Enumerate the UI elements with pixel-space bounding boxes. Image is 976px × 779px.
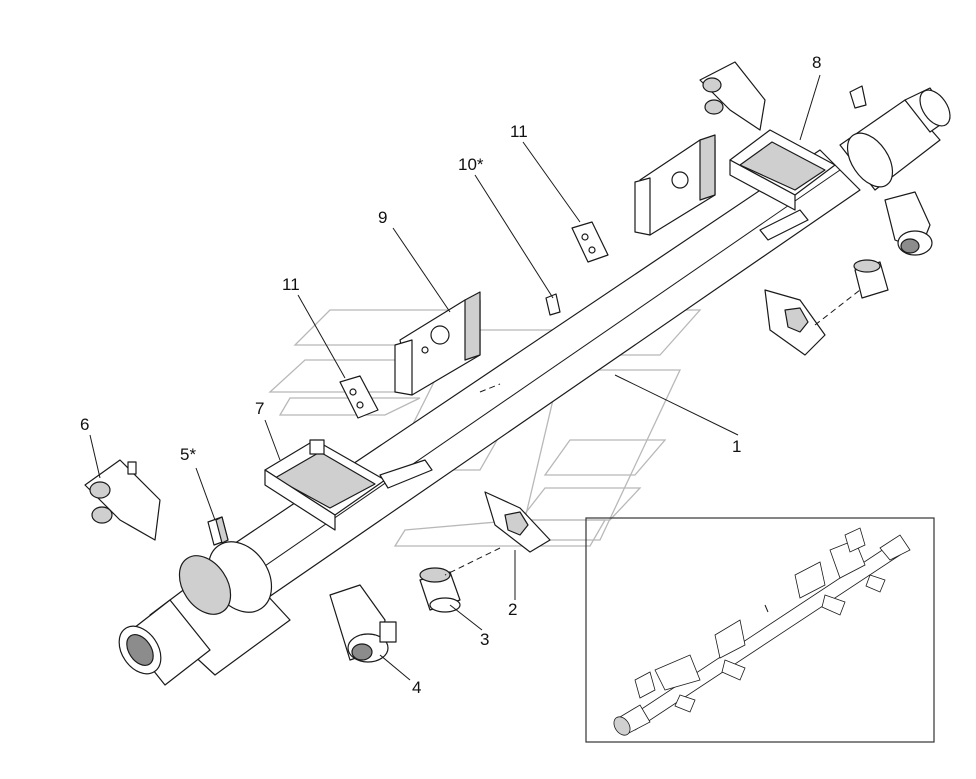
callout-8: 8 [812, 53, 821, 72]
lever-upper-part [884, 191, 933, 256]
plate-upper-part [634, 134, 716, 236]
bracket-8-part [729, 129, 836, 241]
assembly-line [479, 383, 501, 393]
disk-2-part [484, 491, 551, 553]
cover-top-part [699, 61, 766, 131]
callout-2: 2 [508, 600, 517, 619]
bracket-7-part [264, 439, 433, 531]
disk-upper-part [764, 289, 826, 356]
callout-9: 9 [378, 208, 387, 227]
callout-10: 10* [458, 155, 484, 174]
plate-9-part [394, 291, 481, 396]
callout-7: 7 [255, 399, 264, 418]
callout-11-upper: 11 [510, 122, 528, 141]
callout-4: 4 [412, 678, 421, 697]
bushing-3-part [419, 567, 461, 613]
leader-lines [89, 74, 821, 681]
clip-10-part [545, 293, 561, 316]
callout-11-lower: 11 [282, 275, 300, 294]
clip-5-part [207, 516, 229, 546]
callout-6: 6 [80, 415, 89, 434]
shim-11b-part [571, 221, 609, 263]
lever-4-part [329, 584, 397, 663]
assembled-view-inset [585, 517, 935, 743]
clip-top-part [849, 85, 867, 109]
callout-1: 1 [732, 437, 741, 456]
assembly-line [444, 547, 501, 576]
callout-5: 5* [180, 445, 196, 464]
cover-6-part [84, 459, 161, 541]
callout-3: 3 [480, 630, 489, 649]
shim-11a-part [339, 375, 379, 419]
assembly-line [814, 289, 861, 326]
bushing-upper-part [853, 259, 889, 299]
